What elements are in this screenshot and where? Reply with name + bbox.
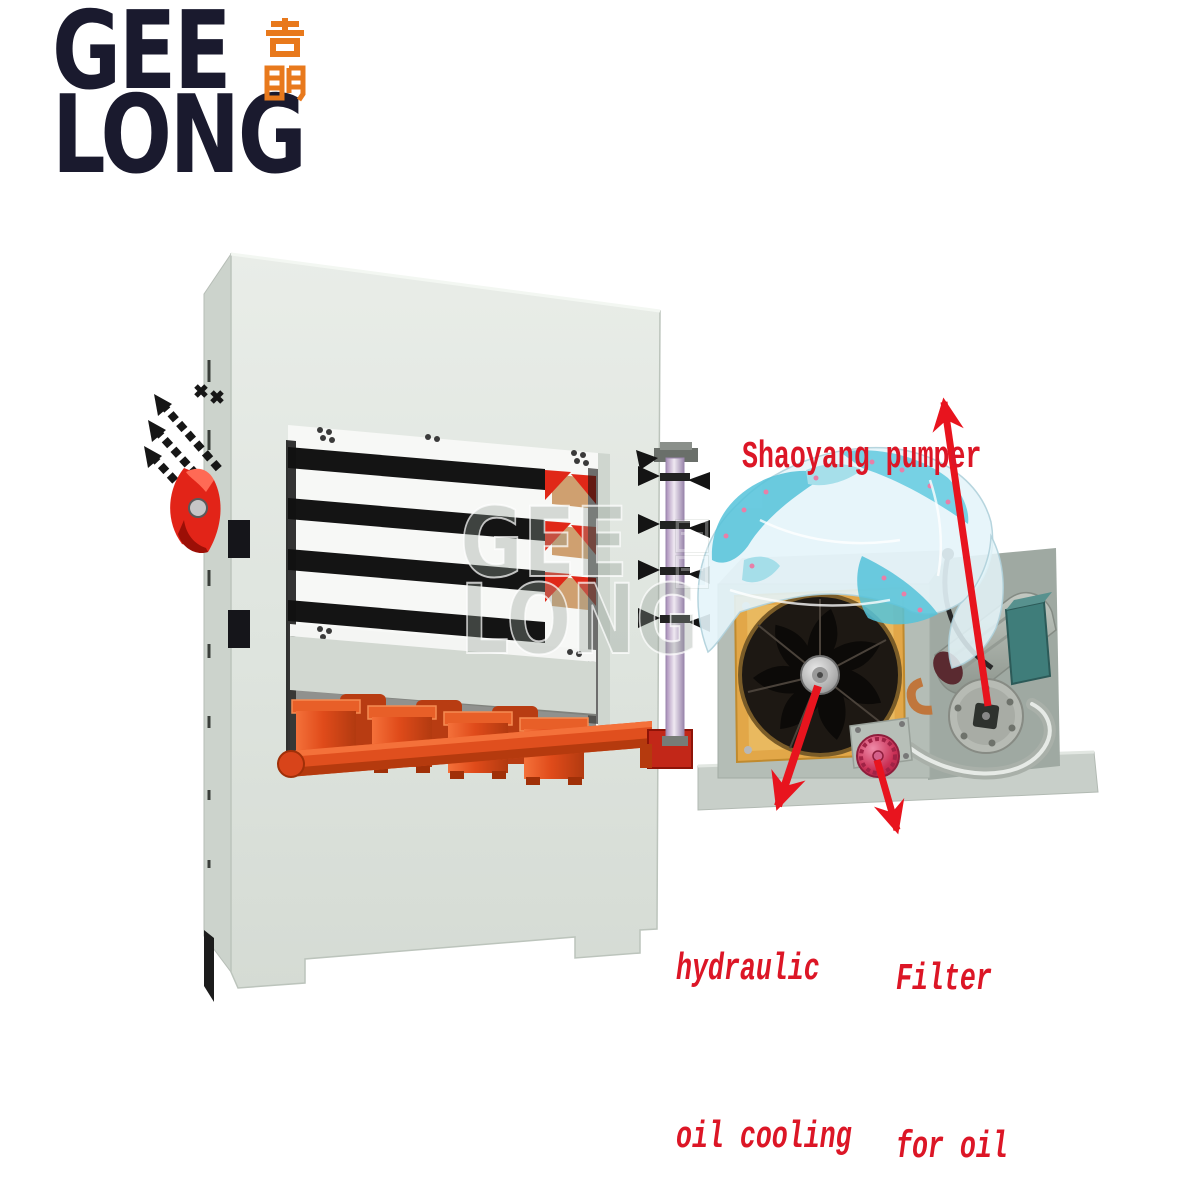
logo-cn-characters	[262, 16, 308, 105]
oil-supply-pipe	[277, 721, 652, 778]
manifold-elbow-joint	[640, 744, 652, 768]
press-top-highlight	[230, 252, 661, 313]
copper-pipe	[906, 677, 933, 715]
manifold-valves	[636, 450, 710, 632]
filter-label-line1: Filter	[896, 958, 992, 1001]
column-slot-2	[228, 610, 250, 648]
logo-line1: GEE	[52, 0, 232, 114]
label-hydraulic-oil-cooling-device: hydraulic oil cooling device	[676, 830, 852, 1200]
annotation-arrows	[771, 397, 992, 835]
arrow-to-filter-label	[873, 759, 905, 835]
manifold-top-cap	[660, 442, 692, 450]
red-elbow-bracket	[170, 468, 221, 554]
pump-motor	[906, 548, 1057, 754]
logo-cn-ji-icon	[266, 18, 304, 57]
press-foot-shadow-left	[204, 930, 214, 1002]
terminal-box	[1004, 600, 1052, 686]
column-slot-1	[228, 520, 250, 558]
press-platens	[286, 427, 598, 752]
pipe-fittings-left	[144, 384, 224, 554]
manifold-pipe	[665, 457, 685, 743]
pump-unit	[697, 446, 1099, 811]
cooler-label-line2: oil cooling	[676, 1116, 852, 1159]
plastic-cover	[697, 446, 1004, 669]
label-shaoyang-pumper: Shaoyang pumper	[742, 318, 981, 598]
oil-filter-cap	[856, 734, 900, 778]
oil-hose	[904, 698, 1056, 780]
valve-manifold	[636, 442, 710, 769]
logo-line2: LONG	[52, 73, 307, 199]
hydraulic-cylinders	[277, 694, 652, 785]
filter-label-line2: for oil	[896, 1126, 1008, 1169]
hot-press-machine	[203, 252, 661, 1002]
logo-cn-lang-icon	[264, 65, 306, 102]
cooler-label-line1: hydraulic	[676, 948, 820, 991]
manifold-bottom-fitting	[662, 736, 688, 746]
watermark-cn-characters	[676, 520, 708, 588]
platen-screws	[317, 427, 589, 466]
oil-filter	[849, 717, 913, 778]
oil-cooler	[733, 586, 907, 764]
geelong-logo: GEE LONG	[52, 0, 376, 199]
arrow-to-cooler-label	[771, 684, 822, 811]
arrow-to-pumper-label	[932, 397, 992, 707]
label-shaoyang-pumper-text: Shaoyang pumper	[742, 436, 982, 479]
manifold-top-flange	[654, 448, 698, 462]
press-right-column-shade	[598, 453, 610, 726]
pump-head	[948, 678, 1024, 754]
rod-tips	[144, 384, 224, 468]
label-filter-for-oil: Filter for oil	[896, 840, 1008, 1200]
